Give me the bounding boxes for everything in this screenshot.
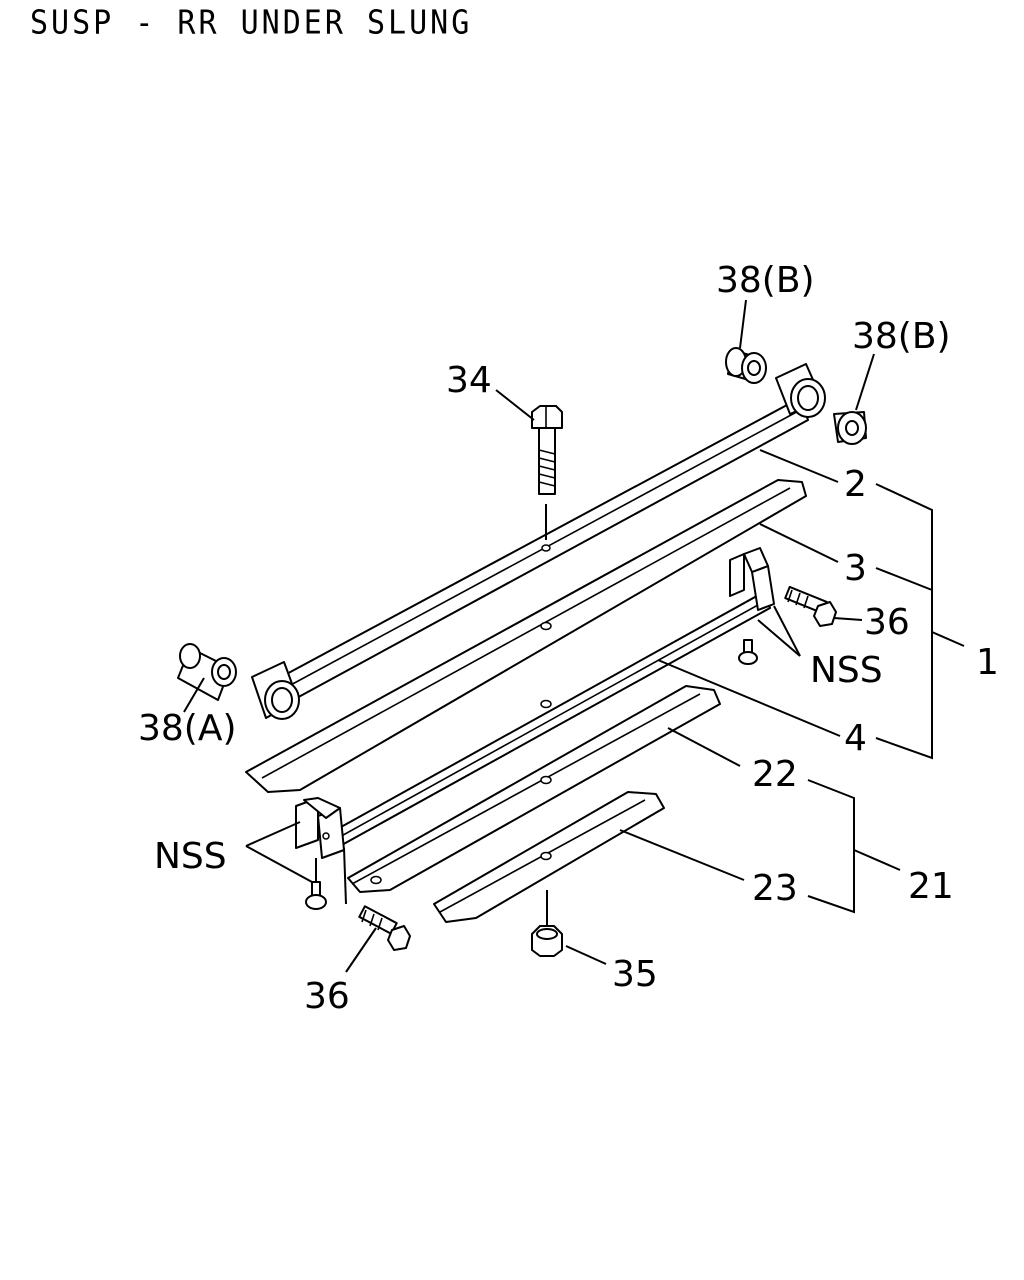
callout-38b-lower: 38(B) [852,316,951,357]
clip-rivet-left [305,858,327,910]
center-bolt [531,405,563,540]
callout-nss-left: NSS [154,836,227,877]
center-nut [531,890,563,957]
helper-leaf-23 [433,791,665,923]
clip-bolt-right [784,585,837,627]
callout-35: 35 [612,954,658,995]
callout-38b-upper: 38(B) [716,260,815,301]
callout-21: 21 [908,866,954,907]
callout-3: 3 [844,548,867,589]
callout-nss-right: NSS [810,650,883,691]
bushing-b-lower [833,411,867,445]
center-bolt-hole [541,544,551,552]
callout-4: 4 [844,718,867,759]
rebound-clip-right [729,547,775,611]
callout-2: 2 [844,464,867,505]
callout-1: 1 [976,642,999,683]
clip-rivet-right [738,639,758,665]
callout-36-right: 36 [864,602,910,643]
helper-leaf-22 [347,685,721,893]
front-spring-eye [251,661,300,720]
callout-34: 34 [446,360,492,401]
main-leaf-spring [251,363,826,720]
page-title: SUSP - RR UNDER SLUNG [30,4,473,43]
second-leaf [245,479,807,793]
callout-36-left: 36 [304,976,350,1017]
clip-bolt-left [343,847,411,951]
bushing-a [177,643,237,701]
callout-38a: 38(A) [138,708,237,749]
leader-lines [183,299,965,973]
callout-22: 22 [752,754,798,795]
callout-23: 23 [752,868,798,909]
rear-spring-eye [775,363,826,418]
rebound-clip-left [295,797,345,859]
bushing-b-upper [725,347,767,384]
